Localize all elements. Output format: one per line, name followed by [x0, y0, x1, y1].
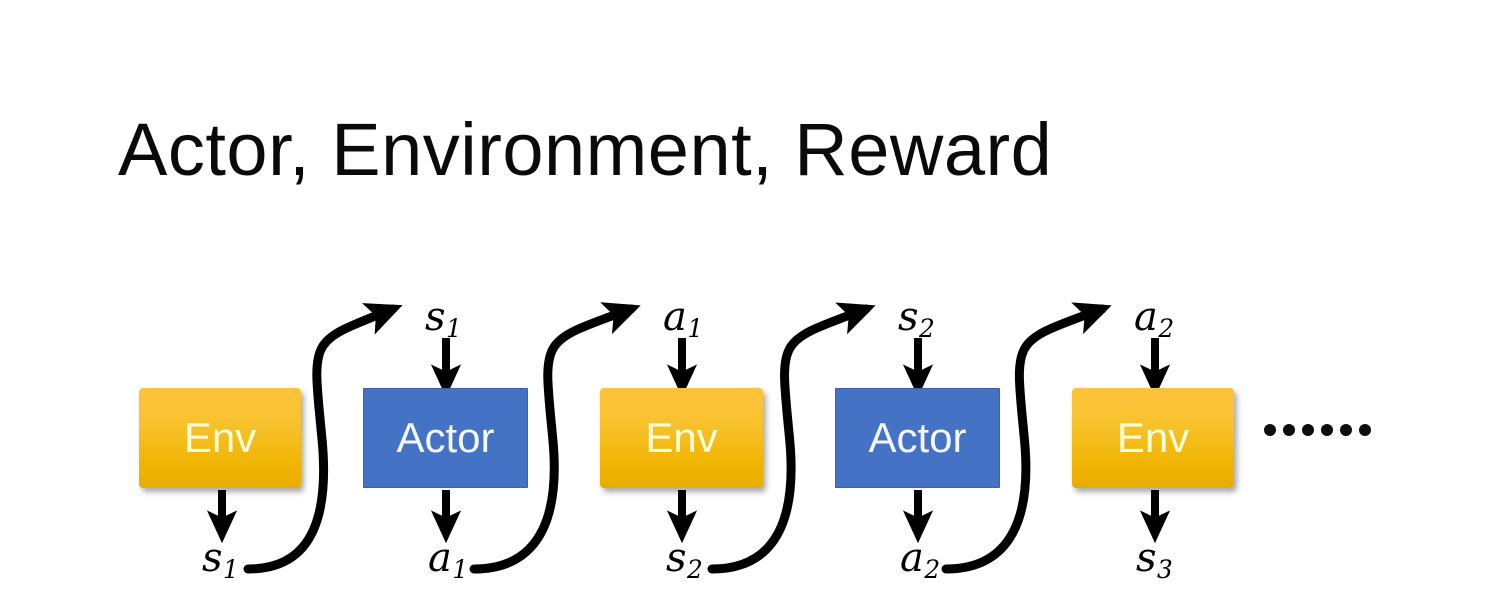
math-label-top-s2: s2: [898, 297, 935, 342]
ellipsis-dot: [1340, 424, 1352, 436]
math-base: a: [900, 535, 924, 581]
node-label: Actor: [396, 414, 495, 461]
node-box-env1: Env: [139, 388, 301, 488]
math-base: s: [666, 535, 687, 581]
node-box-actor1: Actor: [363, 388, 528, 488]
math-subscript: 2: [1158, 313, 1175, 343]
ellipsis-dot: [1359, 424, 1371, 436]
math-label-top-s1: s1: [425, 297, 462, 342]
math-subscript: 2: [924, 554, 941, 584]
math-label-bot-s1: s1: [202, 538, 239, 583]
math-subscript: 2: [919, 313, 935, 343]
math-subscript: 3: [1157, 554, 1173, 584]
node-label: Env: [1116, 414, 1190, 461]
math-base: s: [898, 294, 919, 340]
node-box-env2: Env: [600, 388, 763, 488]
math-label-bot-a2: a2: [900, 538, 940, 583]
node-label: Actor: [868, 414, 967, 461]
math-label-bot-s3: s3: [1136, 538, 1173, 583]
math-base: s: [425, 294, 446, 340]
down-arrows-into-boxes: [430, 338, 1171, 398]
math-subscript: 1: [687, 313, 704, 343]
math-base: a: [428, 535, 452, 581]
math-label-top-a1: a1: [663, 297, 703, 342]
math-label-bot-s2: s2: [666, 538, 703, 583]
math-base: s: [1136, 535, 1157, 581]
page-title: Actor, Environment, Reward: [118, 108, 1053, 191]
down-arrows-out-of-boxes: [206, 490, 1171, 544]
math-subscript: 2: [687, 554, 703, 584]
ellipsis-dot: [1321, 424, 1333, 436]
ellipsis-dot: [1302, 424, 1314, 436]
math-base: a: [1134, 294, 1158, 340]
math-base: s: [202, 535, 223, 581]
node-label: Env: [645, 414, 718, 461]
math-base: a: [663, 294, 687, 340]
node-label: Env: [183, 414, 257, 461]
math-label-top-a2: a2: [1134, 297, 1174, 342]
node-box-env3: Env: [1072, 388, 1234, 488]
ellipsis-indicator: [1264, 424, 1371, 436]
node-box-actor2: Actor: [835, 388, 1000, 488]
math-subscript: 1: [452, 554, 469, 584]
ellipsis-dot: [1283, 424, 1295, 436]
math-label-bot-a1: a1: [428, 538, 468, 583]
ellipsis-dot: [1264, 424, 1276, 436]
math-subscript: 1: [446, 313, 462, 343]
math-subscript: 1: [223, 554, 239, 584]
